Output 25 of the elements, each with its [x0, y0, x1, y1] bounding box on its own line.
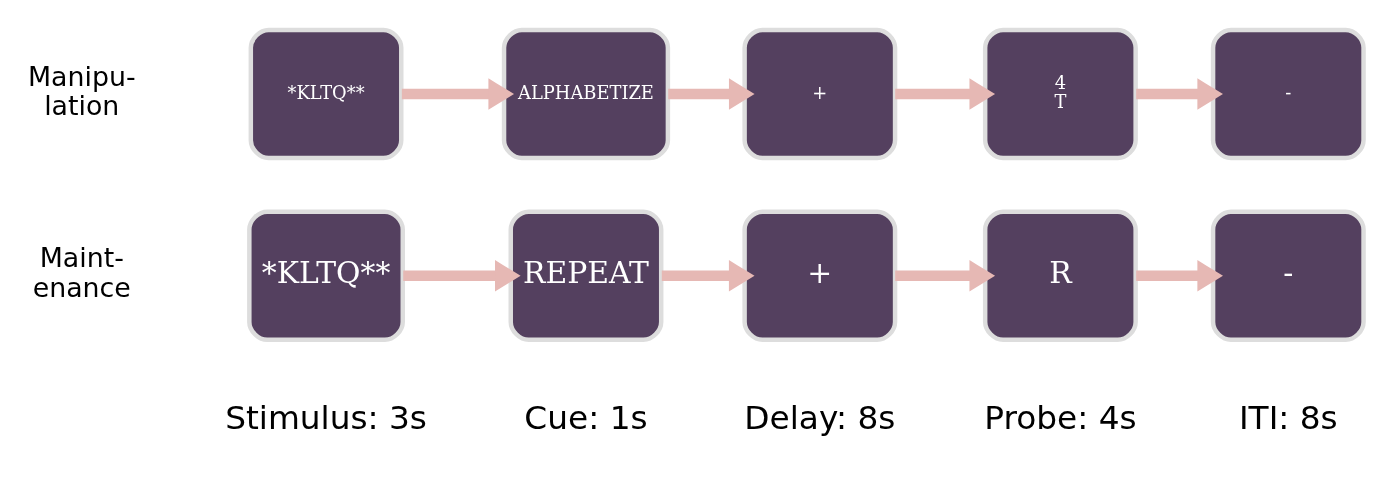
label: ITI: 8s	[1238, 398, 1338, 437]
node-box: *KLTQ**	[248, 27, 404, 161]
label: Stimulus: 3s	[225, 398, 427, 437]
label: Probe: 4s	[984, 398, 1137, 437]
arrow	[1136, 78, 1223, 110]
arrow	[661, 260, 755, 292]
label: Delay: 8s	[744, 398, 896, 437]
arrow	[1136, 260, 1223, 292]
node-box: 4 T	[982, 27, 1138, 161]
node-box: -	[1210, 27, 1366, 161]
arrow	[668, 78, 755, 110]
arrow	[403, 260, 521, 292]
node-box: R	[982, 209, 1138, 343]
label: Cue: 1s	[524, 398, 648, 437]
node-box: ALPHABETIZE	[501, 27, 671, 161]
node-box: +	[742, 209, 898, 343]
arrow	[895, 260, 996, 292]
node-box: *KLTQ**	[247, 209, 405, 343]
node-box: -	[1210, 209, 1366, 343]
node-box: +	[742, 27, 898, 161]
arrow	[401, 78, 515, 110]
label: Manipu- lation	[27, 60, 136, 122]
node-box: REPEAT	[508, 209, 664, 343]
label: Maint- enance	[32, 242, 131, 304]
arrow	[895, 78, 996, 110]
